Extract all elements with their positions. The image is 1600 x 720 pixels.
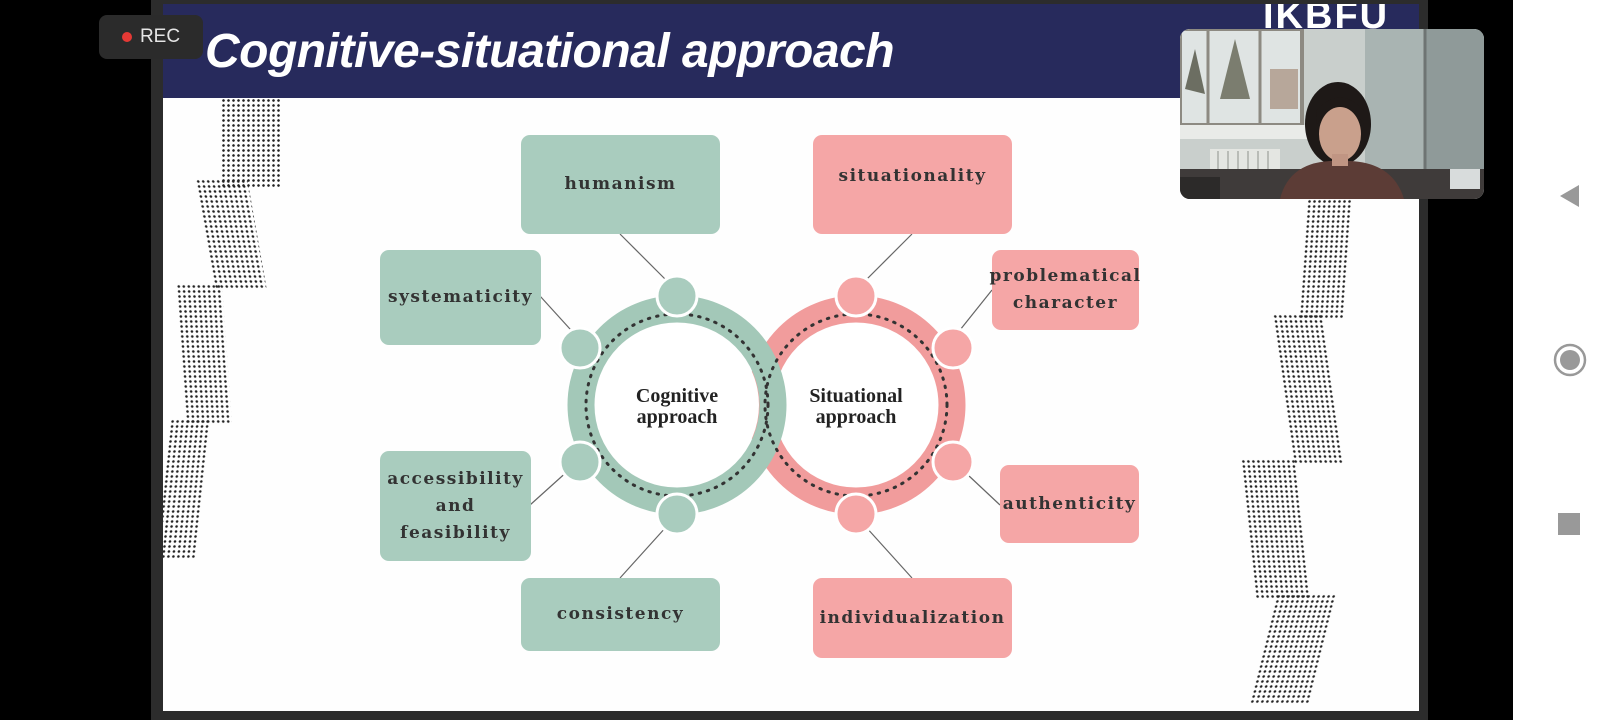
principle-accessibility-and-feasibility: accessibility and feasibility: [380, 451, 531, 561]
cognitive-approach-label: Cognitive approach: [612, 386, 742, 428]
cognitive-node: [655, 274, 699, 318]
principle-label: systematicity: [387, 287, 534, 307]
situational-node: [834, 492, 878, 536]
situational-node: [834, 274, 878, 318]
record-dot-icon: [121, 32, 132, 42]
cognitive-ring-inner: [595, 323, 759, 487]
situational-label-line: approach: [815, 406, 897, 428]
principle-label: individualization: [819, 607, 1006, 628]
principle-problematical-character: problematical character: [989, 250, 1142, 330]
situational-ring-inner: [774, 323, 938, 487]
situational-node: [931, 440, 975, 484]
recording-label: REC: [139, 26, 181, 47]
situational-dotted-ring: [763, 312, 949, 498]
principle-authenticity: authenticity: [1000, 465, 1139, 543]
principle-individualization: individualization: [813, 578, 1012, 658]
cognitive-label-line: Cognitive: [635, 385, 719, 407]
principle-systematicity: systematicity: [380, 250, 541, 345]
principle-label: problematical: [989, 266, 1142, 286]
principle-label: character: [1012, 293, 1119, 313]
back-icon[interactable]: [1557, 183, 1583, 209]
cognitive-node: [558, 440, 602, 484]
situational-label-line: Situational: [809, 385, 903, 407]
principle-consistency: consistency: [521, 578, 720, 651]
cognitive-node: [558, 326, 602, 370]
principle-situationality: situationality: [813, 135, 1012, 234]
principle-label: accessibility: [387, 468, 524, 489]
principle-label: and: [435, 495, 476, 516]
slide-title: Cognitive-situational approach: [205, 25, 895, 78]
principle-label: authenticity: [1002, 493, 1137, 514]
participant-camera-feed-icon: [1180, 29, 1484, 199]
home-icon[interactable]: [1553, 343, 1587, 377]
recents-icon[interactable]: [1557, 512, 1581, 536]
participant-video-tile[interactable]: [1180, 29, 1484, 199]
cognitive-label-line: approach: [636, 406, 718, 428]
situational-approach-label: Situational approach: [791, 386, 921, 428]
recording-indicator[interactable]: REC: [99, 15, 203, 59]
cognitive-dotted-ring: [584, 312, 770, 498]
principle-label: feasibility: [400, 522, 511, 543]
cognitive-node: [655, 492, 699, 536]
system-navigation-bar: [1513, 0, 1600, 720]
situational-node: [931, 326, 975, 370]
principle-label: humanism: [564, 174, 677, 194]
principle-label: situationality: [838, 166, 987, 186]
principle-humanism: humanism: [521, 135, 720, 234]
principle-label: consistency: [556, 604, 685, 624]
